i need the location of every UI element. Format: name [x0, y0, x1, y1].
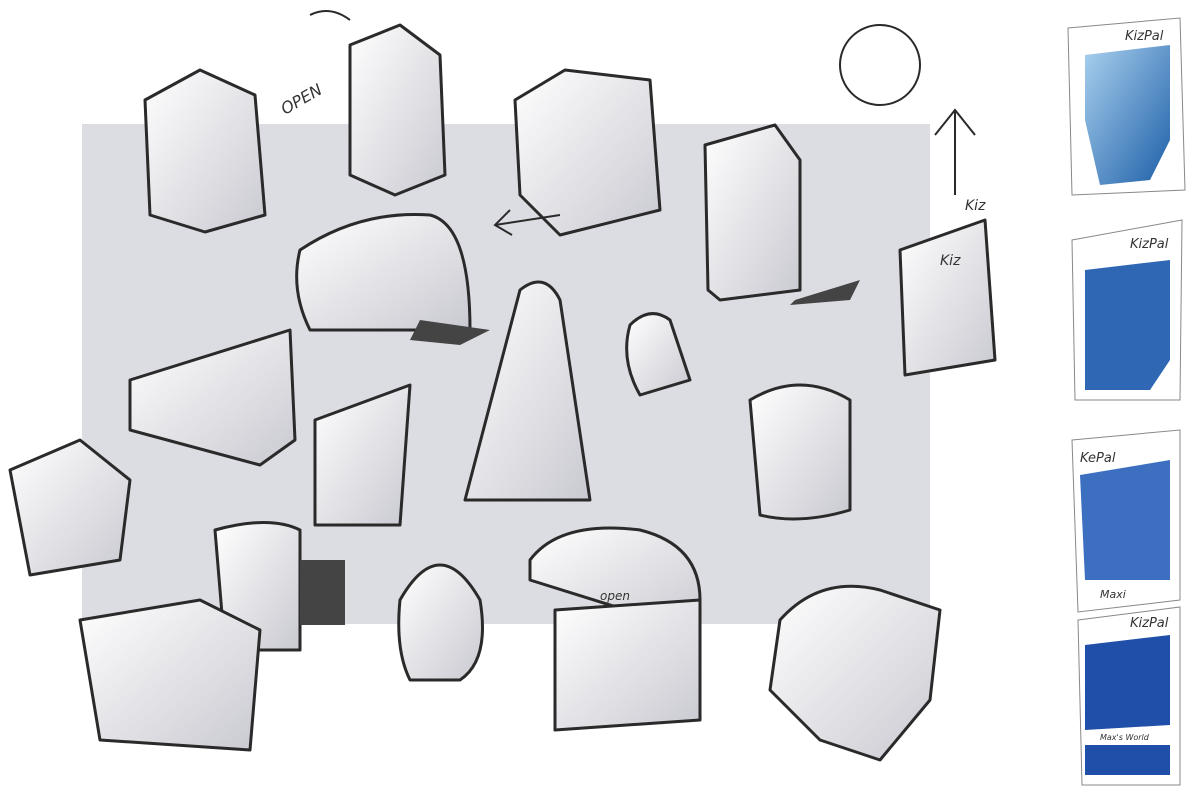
- package-title: KizPal: [1130, 616, 1169, 631]
- sketch-gear-device: [768, 584, 942, 762]
- label-open-top: OPEN: [278, 80, 326, 119]
- package-column: KizPal KizPal KePal Maxi KizPal Max's Wo…: [1067, 17, 1186, 786]
- sketch-tall-box: [703, 123, 802, 302]
- package-footer: Max's World: [1100, 733, 1150, 742]
- label-kiz-back: Kiz: [965, 198, 986, 214]
- sketch-map: [553, 598, 702, 732]
- sketch-pod-device: [8, 438, 132, 577]
- package-2: KizPal: [1071, 219, 1183, 401]
- sketch-kiz-box: [898, 218, 997, 377]
- sketch-cube-device: [513, 68, 662, 237]
- arrow-curve-icon: [309, 10, 351, 21]
- shadow-hatch: [410, 320, 490, 345]
- circle-guide: [839, 24, 921, 106]
- sketch-wedge-device: [128, 328, 297, 467]
- sketch-arch-device: [463, 280, 592, 502]
- package-footer: Maxi: [1100, 588, 1126, 601]
- sketch-rounded-device: [295, 212, 472, 332]
- shadow-hatch: [300, 560, 345, 625]
- package-3: KePal Maxi: [1071, 429, 1181, 613]
- sketch-globe-device: [397, 563, 484, 682]
- package-4: KizPal Max's World: [1077, 606, 1181, 786]
- package-1: KizPal: [1067, 17, 1186, 196]
- arrow-left-icon: [493, 209, 561, 236]
- package-title: KizPal: [1130, 237, 1169, 252]
- shadow-hatch: [790, 280, 860, 305]
- package-title: KePal: [1080, 451, 1116, 466]
- sketch-tv-device: [78, 598, 262, 752]
- sketch-ramp-device: [313, 383, 412, 527]
- label-kiz-front: Kiz: [940, 253, 961, 269]
- arrow-up-icon: [934, 108, 976, 195]
- sketch-capsule-device: [748, 383, 852, 521]
- package-title: KizPal: [1125, 29, 1164, 44]
- sketch-pebble-device: [625, 312, 692, 397]
- sketch-hex-device: [143, 68, 267, 234]
- sketch-open-device: [348, 23, 447, 197]
- label-open-map: open: [600, 589, 630, 603]
